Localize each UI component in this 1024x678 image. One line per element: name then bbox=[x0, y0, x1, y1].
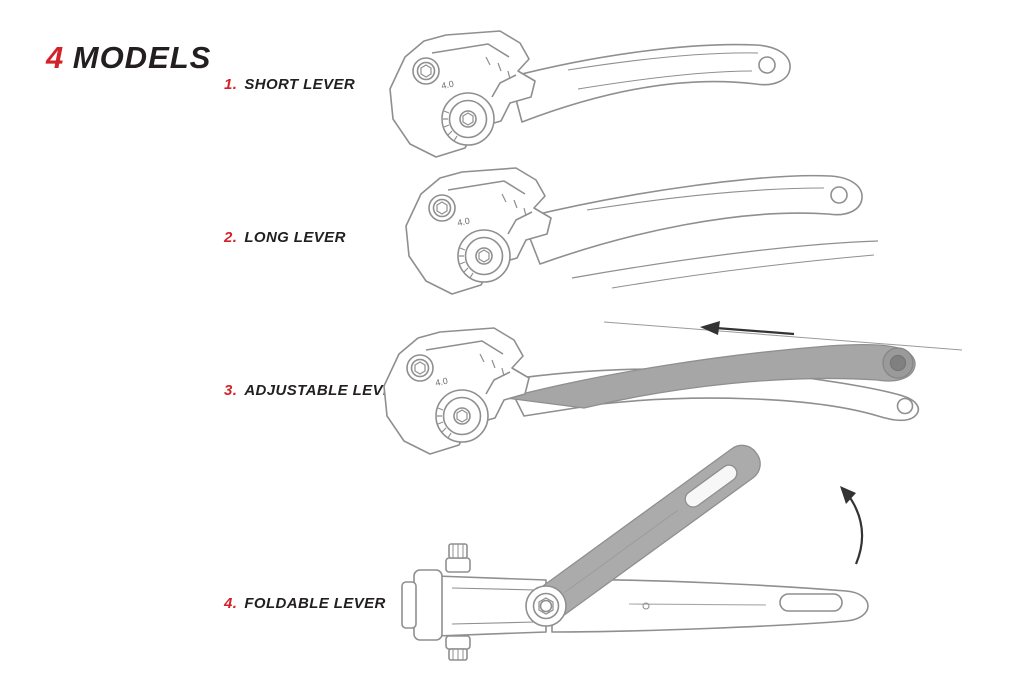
adjustable-lever-illustration: 4.0 bbox=[356, 318, 968, 458]
model-number: 2. bbox=[224, 229, 238, 246]
model-label-long-lever: 2. LONG LEVER bbox=[224, 229, 346, 246]
adjusted-lever-blade bbox=[505, 343, 916, 409]
fold-direction-arrow bbox=[840, 486, 864, 565]
lever-main-arm bbox=[551, 578, 869, 633]
model-number: 4. bbox=[224, 595, 238, 612]
model-name: LONG LEVER bbox=[244, 229, 346, 246]
lever-body bbox=[383, 327, 530, 455]
adjustable-lever-drawing: 4.0 bbox=[383, 321, 963, 455]
lever-mount-bracket bbox=[401, 543, 547, 661]
lever-body bbox=[389, 30, 536, 158]
lever-body bbox=[405, 167, 552, 295]
long-lever-illustration: 4.0 bbox=[372, 158, 892, 313]
short-lever-illustration: 4.0 bbox=[360, 25, 810, 165]
short-lever-drawing: 4.0 bbox=[389, 30, 791, 158]
adjuster-dial-marking: 4.0 bbox=[434, 376, 448, 388]
motion-trace-line bbox=[603, 321, 963, 351]
adjuster-dial-marking: 4.0 bbox=[456, 216, 470, 228]
foldable-lever-illustration bbox=[394, 444, 886, 662]
model-number: 1. bbox=[224, 76, 238, 93]
folded-lever-blade bbox=[536, 444, 761, 618]
model-name: SHORT LEVER bbox=[244, 76, 356, 93]
lever-blade bbox=[521, 174, 879, 289]
model-name: ADJUSTABLE LEVER bbox=[244, 382, 405, 399]
model-label-adjustable-lever: 3. ADJUSTABLE LEVER bbox=[224, 382, 405, 399]
adjust-direction-arrow bbox=[700, 321, 795, 336]
pivot-bolt bbox=[525, 585, 567, 627]
long-lever-drawing: 4.0 bbox=[405, 167, 879, 295]
title-count: 4 bbox=[46, 40, 64, 75]
model-name: FOLDABLE LEVER bbox=[244, 595, 386, 612]
model-label-foldable-lever: 4. FOLDABLE LEVER bbox=[224, 595, 386, 612]
lever-blade bbox=[509, 43, 791, 123]
model-label-short-lever: 1. SHORT LEVER bbox=[224, 76, 355, 93]
adjuster-dial-marking: 4.0 bbox=[440, 79, 454, 91]
model-number: 3. bbox=[224, 382, 238, 399]
title-word: MODELS bbox=[72, 40, 212, 75]
foldable-lever-drawing bbox=[401, 444, 869, 661]
